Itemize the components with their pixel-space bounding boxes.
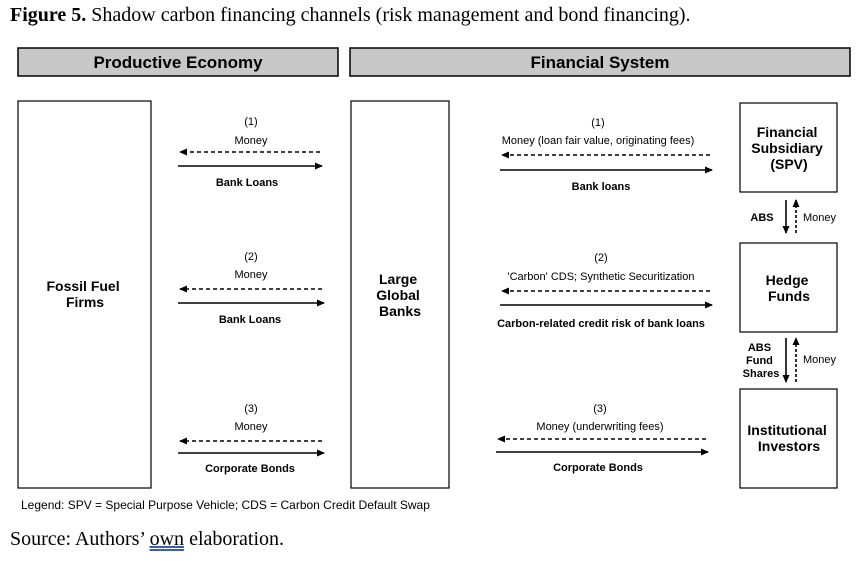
left-channel-1-bottom: Bank Loans [216, 177, 278, 189]
left-channel-1: (1) Money Bank Loans [178, 116, 323, 189]
left-channel-1-number: (1) [244, 116, 257, 128]
right-channel-1-number: (1) [591, 117, 604, 129]
left-channel-2-number: (2) [244, 251, 257, 263]
left-channel-3-top: Money [234, 421, 268, 433]
left-channel-2-top: Money [234, 269, 268, 281]
left-channel-3-bottom: Corporate Bonds [205, 463, 295, 475]
figure-label: Figure 5. [10, 4, 87, 26]
vertical-flow-spv-hedge: ABS Money [750, 199, 837, 234]
box-investors-label: Institutional Investors [747, 422, 830, 454]
box-banks-label: Large Global Banks [376, 271, 423, 319]
right-channel-1: (1) Money (loan fair value, originating … [500, 117, 713, 193]
box-hedge-label: Hedge Funds [766, 272, 813, 304]
right-channel-1-bottom: Bank loans [572, 181, 631, 193]
header-left-label: Productive Economy [93, 53, 263, 72]
box-large-global-banks: Large Global Banks [350, 100, 450, 489]
vertical-flow-hedge-investors: ABS Fund Shares Money [743, 337, 837, 383]
header-right-label: Financial System [531, 53, 670, 72]
source-underlined: own [149, 528, 185, 550]
right-channel-3-bottom: Corporate Bonds [553, 462, 643, 474]
right-channel-3-number: (3) [593, 403, 606, 415]
right-channel-3-top: Money (underwriting fees) [536, 421, 663, 433]
right-channel-3: (3) Money (underwriting fees) Corporate … [496, 403, 709, 474]
box-fossil-fuel-firms: Fossil Fuel Firms [17, 100, 152, 489]
figure-caption: Figure 5. Shadow carbon financing channe… [10, 4, 691, 27]
vertical-flow-2-left: ABS Fund Shares [743, 342, 780, 380]
right-channel-2: (2) 'Carbon' CDS; Synthetic Securitizati… [497, 252, 713, 330]
figure-title: Shadow carbon financing channels (risk m… [91, 4, 691, 26]
header-productive-economy: Productive Economy [17, 47, 339, 77]
left-channel-2-bottom: Bank Loans [219, 314, 281, 326]
box-institutional-investors: Institutional Investors [739, 388, 838, 489]
legend-text: Legend: SPV = Special Purpose Vehicle; C… [21, 498, 430, 512]
box-hedge-funds: Hedge Funds [739, 242, 838, 333]
right-channel-2-top: 'Carbon' CDS; Synthetic Securitization [507, 271, 694, 283]
right-channel-1-top: Money (loan fair value, originating fees… [502, 135, 695, 147]
left-channel-3-number: (3) [244, 403, 257, 415]
left-channel-2: (2) Money Bank Loans [178, 251, 325, 326]
source-note: Source: Authors’ own elaboration. [10, 528, 284, 551]
box-fossil-label: Fossil Fuel Firms [46, 278, 123, 310]
source-suffix: elaboration. [184, 528, 285, 550]
box-spv-label: Financial Subsidiary (SPV) [751, 124, 826, 172]
left-channel-1-top: Money [234, 135, 268, 147]
vertical-flow-2-right: Money [803, 354, 837, 366]
right-channel-2-number: (2) [594, 252, 607, 264]
header-financial-system: Financial System [349, 47, 851, 77]
source-prefix: Source: Authors’ [10, 528, 150, 550]
right-channel-2-bottom: Carbon-related credit risk of bank loans [497, 318, 705, 330]
vertical-flow-1-right: Money [803, 212, 837, 224]
box-financial-subsidiary: Financial Subsidiary (SPV) [739, 102, 838, 193]
vertical-flow-1-left: ABS [750, 212, 773, 224]
left-channel-3: (3) Money Corporate Bonds [178, 403, 325, 475]
